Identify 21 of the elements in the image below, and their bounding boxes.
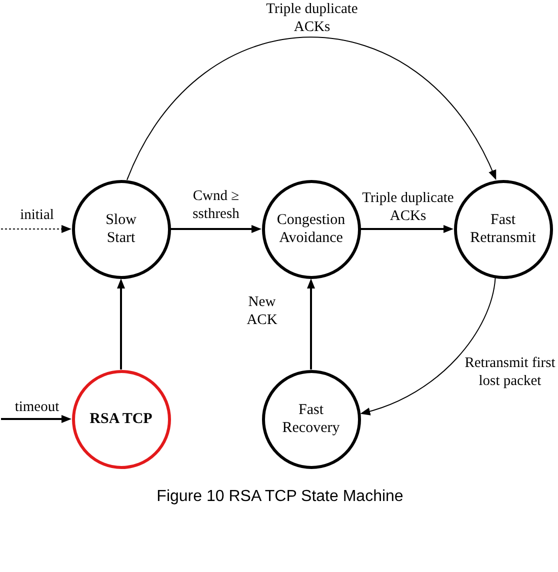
dotted-arrow bbox=[1, 225, 72, 233]
edge-label: Triple duplicate ACKs bbox=[265, 1, 359, 36]
edge-label: Cwnd ≥ ssthresh bbox=[192, 188, 240, 223]
edge-label: timeout bbox=[14, 399, 60, 416]
edge-label: Triple duplicate ACKs bbox=[361, 190, 455, 225]
figure-caption: Figure 10 RSA TCP State Machine bbox=[156, 487, 404, 507]
state-name: Slow Start bbox=[104, 211, 138, 247]
state-name: Fast Recovery bbox=[281, 401, 341, 437]
curved-arrow bbox=[126, 36, 496, 180]
edge-label: Retransmit first lost packet bbox=[464, 355, 556, 390]
state-name: Fast Retransmit bbox=[469, 211, 537, 247]
arrow bbox=[307, 278, 315, 370]
edge-label: New ACK bbox=[246, 294, 278, 329]
arrow bbox=[1, 415, 72, 423]
state-name: Congestion Avoidance bbox=[276, 211, 346, 247]
edge-label: initial bbox=[20, 207, 54, 224]
arrow bbox=[360, 225, 454, 233]
arrow bbox=[117, 278, 125, 370]
arrow bbox=[170, 225, 262, 233]
curved-arrow bbox=[360, 277, 496, 415]
state-name: RSA TCP bbox=[90, 410, 152, 428]
